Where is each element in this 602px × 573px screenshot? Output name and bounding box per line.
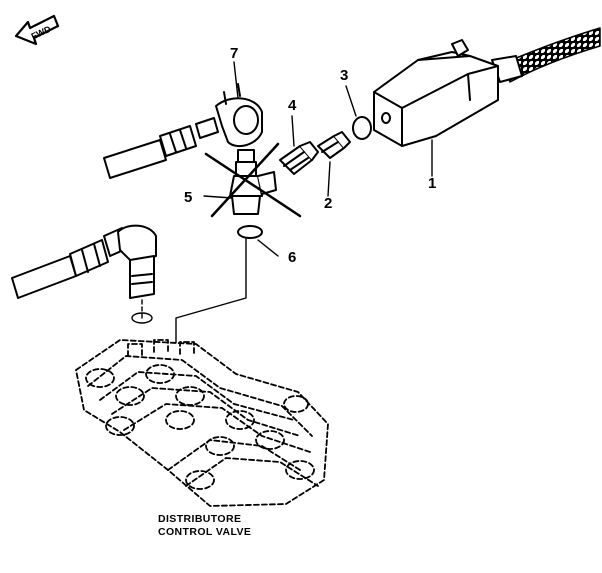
caption-english: CONTROL VALVE: [158, 526, 251, 538]
caption-italian: DISTRIBUTORE: [158, 513, 241, 525]
elbow-part-7: [103, 83, 263, 179]
left-hose-elbow: [11, 224, 157, 299]
callout-7: 7: [230, 45, 238, 62]
braided-cable: [501, 27, 601, 83]
left-hose: [11, 255, 77, 299]
callout-numbers: 1 2 3 4 5 6 7: [184, 45, 436, 266]
caption: DISTRIBUTORE CONTROL VALVE: [158, 513, 251, 538]
adapter-part-2: [317, 131, 351, 159]
callout-1: 1: [428, 175, 436, 192]
o-ring-part-6: [237, 225, 263, 239]
callout-2: 2: [324, 195, 332, 212]
cross-out-marker: [204, 142, 302, 218]
tee-part-5: [229, 149, 277, 215]
upper-hose: [103, 139, 167, 179]
control-valve-assembly: [75, 339, 329, 507]
callout-leaders: [203, 61, 433, 257]
forward-arrow-icon: FWD: [14, 14, 60, 46]
callout-4: 4: [288, 97, 297, 114]
fitting-part-4: [279, 141, 319, 175]
o-ring-part-3: [352, 116, 372, 140]
remote-control-unit: [373, 27, 601, 147]
callout-3: 3: [340, 67, 348, 84]
leader-lines: [131, 237, 247, 351]
callout-6: 6: [288, 249, 296, 266]
callout-5: 5: [184, 189, 192, 206]
